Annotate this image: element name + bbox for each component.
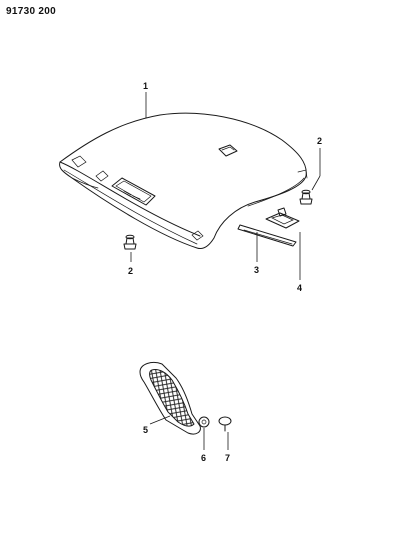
leader-lines [130,92,321,450]
moulding-strip [237,224,297,247]
screw [218,416,232,432]
nut [198,416,210,428]
callout-7: 7 [225,453,230,463]
callout-4: 4 [297,283,302,293]
callout-1: 1 [143,81,148,91]
bracket [265,207,300,229]
clip-right [299,189,313,205]
vent-grille [139,361,201,435]
document-number: 91730 200 [6,6,56,17]
callout-5: 5 [143,425,148,435]
callout-2-left: 2 [128,266,133,276]
callout-3: 3 [254,265,259,275]
callout-6: 6 [201,453,206,463]
clip-left [123,234,137,250]
headliner [59,112,308,249]
callout-2-right: 2 [317,136,322,146]
